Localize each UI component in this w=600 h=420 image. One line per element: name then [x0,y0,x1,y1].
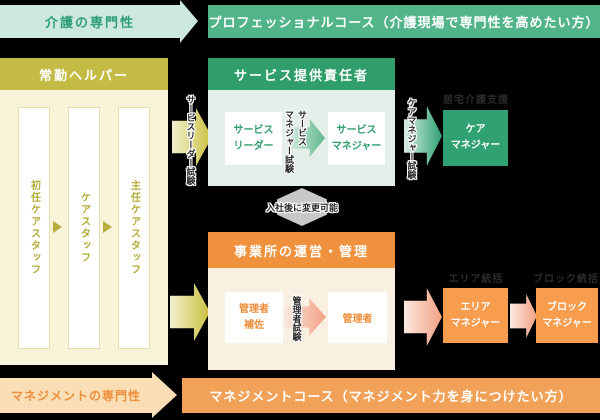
care-manager-exam-label: ケアマネジャー試験 [406,97,417,179]
step-junior-care-staff: 初任ケアスタッフ [18,107,50,349]
service-manager-exam-line: サービス [297,110,307,146]
step-arrow-icon [53,221,62,233]
service-manager-box: サービス マネジャー [328,112,385,165]
service-manager-exam-line: マネジャー試験 [284,110,294,173]
care-expertise-banner-label: 介護の専門性 [44,15,135,30]
management-course-banner: マネジメントコース（マネジメント力を身につけたい方） [182,378,600,413]
step-junior-care-staff-label: 初任ケアスタッフ [28,180,40,276]
manager-exam-label-wrap: 管理者試験 [287,290,307,346]
manager-label: 管理者 [342,314,373,325]
care-manager-exam-label-wrap: ケアマネジャー試験 [402,90,422,186]
step-chief-care-staff: 主任ケアスタッフ [118,107,150,349]
service-panel-header: サービス提供責任者 [208,58,395,90]
block-supervision-label: ブロック統括 [533,274,599,285]
area-manager-box: エリア マネジャー [443,288,508,343]
service-leader-exam-label-wrap: サービスリーダー試験 [179,82,203,198]
service-manager-label: サービス マネジャー [331,124,382,152]
manager-box: 管理者 [328,292,387,343]
care-manager-label: ケア マネジャー [450,124,501,151]
management-expertise-banner-label: マネジメントの専門性 [10,389,141,403]
step-care-staff: ケアスタッフ [68,107,100,349]
professional-course-banner: プロフェッショナルコース（介護現場で専門性を高めたい方） [208,5,600,38]
change-note: 入社後に変更可能 [252,201,352,213]
home-care-support-label: 居宅介護支援 [443,95,509,106]
helper-panel-title: 常勤ヘルパー [38,67,129,83]
service-manager-exam-label: サービス マネジャー試験 [283,110,309,174]
management-expertise-banner: マネジメントの専門性 [0,378,152,413]
helper-panel-header: 常勤ヘルパー [0,58,168,90]
management-expertise-banner-arrow-icon [152,372,177,418]
care-expertise-banner: 介護の専門性 [0,5,180,38]
step-chief-care-staff-label: 主任ケアスタッフ [128,180,140,276]
manager-exam-label: 管理者試験 [291,295,302,341]
management-course-banner-label: マネジメントコース（マネジメント力を身につけたい方） [209,389,573,404]
management-panel-title: 事業所の運営・管理 [233,243,369,259]
step-care-staff-label: ケアスタッフ [78,192,90,264]
area-supervision-label: エリア統括 [448,274,504,285]
management-panel-header: 事業所の運営・管理 [208,232,395,268]
area-to-block-arrow-icon [510,294,537,338]
block-manager-box: ブロック マネジャー [536,288,598,343]
care-expertise-banner-arrow-icon [180,0,198,43]
care-manager-box: ケア マネジャー [443,110,508,166]
management-to-area-arrow-icon [404,288,442,346]
service-leader-label: サービス リーダー [233,124,274,152]
change-note-label: 入社後に変更可能 [265,202,338,213]
step-arrow-icon [103,221,112,233]
service-leader-box: サービス リーダー [225,112,282,165]
block-manager-label: ブロック マネジャー [542,301,592,329]
helper-to-management-arrow-icon [170,283,210,341]
service-panel-title: サービス提供責任者 [233,67,369,83]
assistant-manager-label: 管理者 補佐 [239,303,269,331]
management-panel: 事業所の運営・管理 [208,232,395,370]
area-manager-label: エリア マネジャー [450,301,501,329]
service-leader-exam-label: サービスリーダー試験 [185,95,196,185]
professional-course-banner-label: プロフェッショナルコース（介護現場で専門性を高めたい方） [208,15,600,30]
assistant-manager-box: 管理者 補佐 [225,292,283,343]
